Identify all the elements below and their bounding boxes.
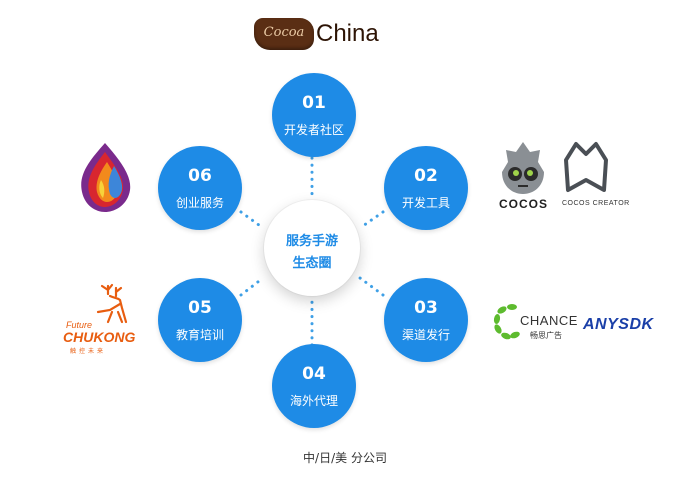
node-02-dev-tools[interactable]: 02 开发工具 bbox=[384, 146, 468, 230]
center-line-2: 生态圈 bbox=[292, 256, 332, 271]
node-04-overseas-agency[interactable]: 04 海外代理 bbox=[272, 344, 356, 428]
chukong-sub-text: 触控未来 bbox=[70, 348, 107, 355]
cocos-text: COCOS bbox=[499, 197, 549, 211]
node-number: 03 bbox=[414, 298, 438, 318]
connector-02 bbox=[358, 210, 385, 230]
node-label: 开发者社区 bbox=[283, 123, 344, 137]
node-number: 04 bbox=[302, 364, 326, 384]
node-label: 开发工具 bbox=[401, 196, 450, 210]
cocoachina-logo-text: China bbox=[316, 20, 379, 47]
node-label: 教育培训 bbox=[175, 328, 224, 342]
node-label: 渠道发行 bbox=[401, 328, 450, 342]
chance-text: CHANCE bbox=[520, 313, 578, 328]
cocos-creator-text: COCOS CREATOR bbox=[562, 200, 630, 207]
footer-branches: 中/日/美 分公司 bbox=[303, 451, 387, 465]
node-number: 05 bbox=[188, 298, 212, 318]
cocoachina-badge-text: Cocoa bbox=[263, 25, 305, 40]
node-03-channel-publishing[interactable]: 03 渠道发行 bbox=[384, 278, 468, 362]
cocoachina-logo-badge: Cocoa bbox=[254, 18, 314, 50]
center-ecosystem: 服务手游 生态圈 bbox=[264, 200, 360, 296]
node-06-startup-services[interactable]: 06 创业服务 bbox=[158, 146, 242, 230]
anysdk-text: ANYSDK bbox=[583, 316, 654, 333]
flame-logo-icon bbox=[81, 143, 131, 212]
node-number: 02 bbox=[414, 166, 438, 186]
center-line-1: 服务手游 bbox=[285, 234, 338, 249]
cocos-creator-icon bbox=[564, 142, 608, 192]
cocos-mascot-icon bbox=[502, 142, 544, 194]
node-label: 创业服务 bbox=[175, 196, 224, 210]
connector-03 bbox=[358, 276, 385, 297]
chance-sub-text: 畅思广告 bbox=[530, 331, 562, 340]
node-number: 06 bbox=[188, 166, 212, 186]
node-number: 01 bbox=[302, 93, 326, 113]
connector-06 bbox=[239, 210, 265, 230]
chance-logo-icon bbox=[493, 304, 520, 340]
node-label: 海外代理 bbox=[289, 394, 338, 408]
node-01-developer-community[interactable]: 01 开发者社区 bbox=[272, 73, 356, 157]
chukong-text: CHUKONG bbox=[63, 329, 136, 345]
connector-05 bbox=[239, 276, 265, 297]
deer-logo-icon bbox=[96, 283, 128, 324]
node-05-education-training[interactable]: 05 教育培训 bbox=[158, 278, 242, 362]
future-text: Future bbox=[66, 320, 93, 330]
